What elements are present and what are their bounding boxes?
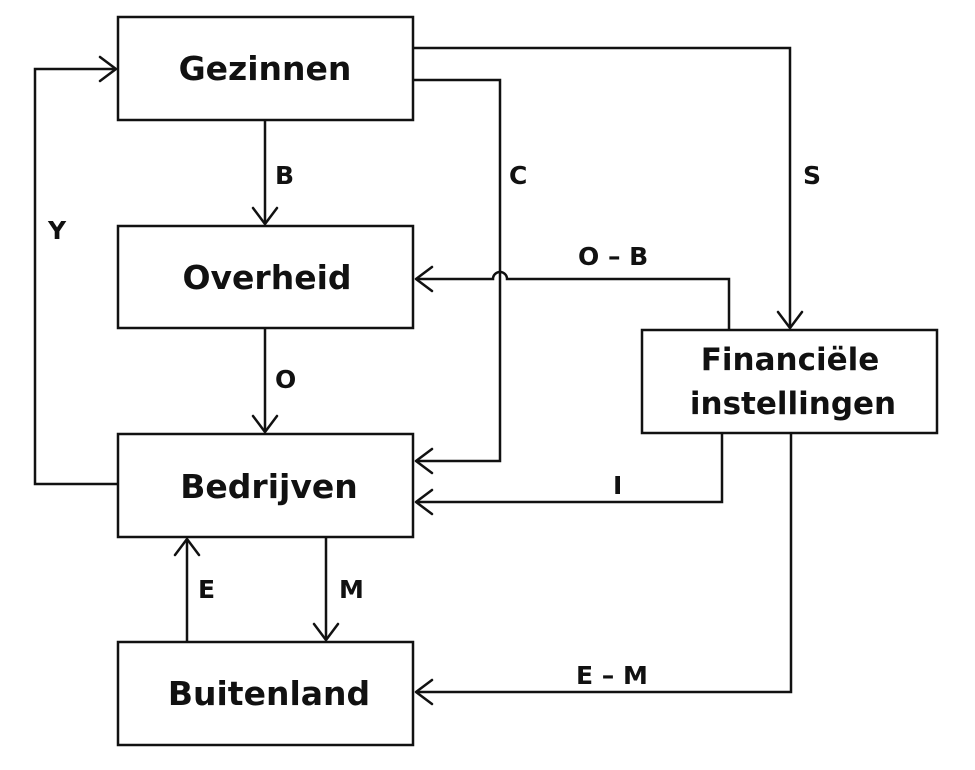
flow-c: C	[414, 78, 527, 475]
flow-s-arrowhead	[776, 310, 804, 330]
flow-o-minus-b-arrowhead	[414, 265, 434, 293]
box-financiele-label-line1: Financiële	[701, 342, 880, 378]
flow-m-label: M	[339, 575, 364, 604]
flow-e: E	[173, 537, 215, 642]
flow-m: M	[312, 537, 364, 642]
flow-i: I	[414, 433, 724, 516]
flow-i-arrowhead	[414, 488, 434, 516]
flow-y-arrowhead	[98, 55, 118, 83]
box-buitenland: Buitenland	[116, 640, 415, 747]
flow-m-arrowhead	[312, 622, 340, 642]
flow-o-minus-b: O – B	[414, 242, 731, 330]
flow-e-arrowhead	[173, 537, 201, 557]
box-gezinnen-label: Gezinnen	[179, 49, 352, 88]
flow-y: Y	[33, 55, 118, 486]
flow-e-minus-m: E – M	[414, 433, 793, 706]
flow-e-label: E	[198, 575, 215, 604]
flow-o-minus-b-label: O – B	[578, 242, 648, 271]
flow-s-label: S	[803, 161, 821, 190]
box-bedrijven-label: Bedrijven	[180, 467, 357, 506]
flow-o-arrowhead	[251, 414, 279, 434]
flow-y-label: Y	[47, 216, 67, 245]
flow-s: S	[414, 46, 821, 330]
box-buitenland-label: Buitenland	[168, 674, 370, 713]
flow-b: B	[251, 121, 294, 226]
flow-e-minus-m-arrowhead	[414, 678, 434, 706]
box-overheid-label: Overheid	[182, 258, 351, 297]
flow-o-label: O	[275, 365, 296, 394]
box-financiele-instellingen: Financiële instellingen	[640, 328, 939, 435]
flow-c-arrowhead	[414, 447, 434, 475]
flow-i-label: I	[613, 471, 622, 500]
box-financiele-label-line2: instellingen	[690, 386, 896, 422]
flow-c-label: C	[509, 161, 527, 190]
box-gezinnen: Gezinnen	[116, 15, 415, 122]
box-overheid: Overheid	[116, 224, 415, 330]
flow-b-label: B	[275, 161, 294, 190]
flow-e-minus-m-label: E – M	[576, 661, 648, 690]
flow-b-arrowhead	[251, 206, 279, 226]
flow-o: O	[251, 329, 296, 434]
box-bedrijven: Bedrijven	[116, 432, 415, 539]
